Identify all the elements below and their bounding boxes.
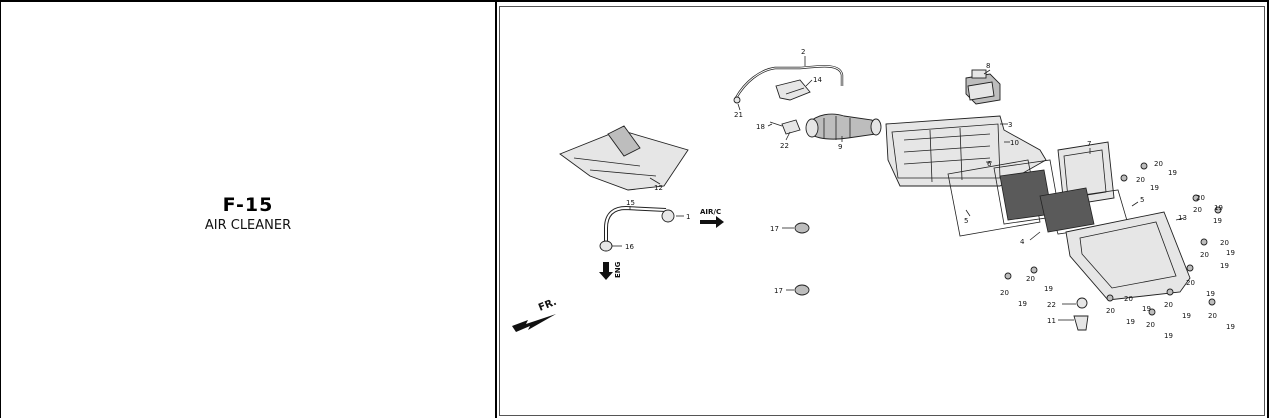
callout-22-drain: 22 [1047, 301, 1056, 309]
callout-19: 19 [1220, 262, 1229, 270]
callout-19: 19 [1168, 169, 1177, 177]
callout-20: 20 [1220, 239, 1229, 247]
part-breather-hose [599, 205, 675, 252]
part-gasket [1057, 141, 1115, 207]
callout-8: 8 [986, 62, 990, 70]
part-cover [1065, 211, 1191, 301]
callout-15: 15 [626, 199, 635, 207]
part-seal [947, 159, 1041, 237]
callout-20: 20 [1026, 275, 1035, 283]
callout-19: 19 [1044, 285, 1053, 293]
air-cleaner-direction-label: AIR/C [700, 208, 721, 216]
callout-19: 19 [1206, 290, 1215, 298]
part-bracket [775, 79, 811, 101]
callout-11: 11 [1047, 317, 1056, 325]
exploded-parts-diagram [499, 6, 1265, 416]
callout-19: 19 [1142, 305, 1151, 313]
callout-20: 20 [1164, 301, 1173, 309]
callout-6: 6 [987, 160, 992, 168]
part-breather-tube [734, 65, 844, 99]
callout-22: 22 [780, 142, 789, 150]
callout-3: 3 [1008, 121, 1012, 129]
callout-20: 20 [1193, 206, 1202, 214]
callout-19: 19 [1182, 312, 1191, 320]
callout-20: 20 [1136, 176, 1145, 184]
part-intake-duct [805, 113, 882, 140]
callout-20: 20 [1106, 307, 1115, 315]
callout-19: 19 [1226, 249, 1235, 257]
callout-14: 14 [813, 76, 822, 84]
part-filter-element [999, 169, 1095, 233]
section-name: AIR CLEANER [204, 218, 292, 233]
callout-5-right: 5 [1140, 196, 1144, 204]
callout-21: 21 [734, 111, 743, 119]
engine-direction-label: ENG [614, 261, 622, 278]
section-title-block: F-15 AIR CLEANER [1, 194, 495, 233]
section-title-panel: F-15 AIR CLEANER [1, 2, 495, 416]
callout-19: 19 [1164, 332, 1173, 340]
callout-20: 20 [1186, 279, 1195, 287]
part-drain-plug [1073, 297, 1089, 331]
callout-20: 20 [1124, 295, 1133, 303]
callout-1: 1 [686, 213, 690, 221]
callout-20: 20 [1196, 194, 1205, 202]
callout-17-lower: 17 [774, 287, 783, 295]
callout-20: 20 [1146, 321, 1155, 329]
callout-19: 19 [1150, 184, 1159, 192]
callout-10: 10 [1010, 139, 1019, 147]
callout-19: 19 [1214, 204, 1223, 212]
callout-7: 7 [1087, 140, 1091, 148]
section-code: F-15 [222, 194, 274, 216]
callout-4: 4 [1020, 238, 1025, 246]
callout-20: 20 [1000, 289, 1009, 297]
front-direction-label: FR. [537, 297, 558, 314]
part-sensor [965, 69, 1001, 105]
callout-labels: 2 14 8 21 18 22 9 3 10 6 7 12 15 1 16 17… [625, 48, 1235, 340]
callout-19: 19 [1226, 323, 1235, 331]
callout-19: 19 [1018, 300, 1027, 308]
part-clip [733, 96, 741, 104]
callout-20: 20 [1200, 251, 1209, 259]
callout-19: 19 [1213, 217, 1222, 225]
callout-5-left: 5 [964, 217, 968, 225]
callout-16: 16 [625, 243, 634, 251]
leader-lines [612, 56, 1185, 321]
callout-13: 13 [1178, 214, 1187, 222]
part-clamp-lower [794, 284, 810, 296]
callout-2: 2 [801, 48, 805, 56]
callout-20: 20 [1208, 312, 1217, 320]
arrow-right-icon [700, 216, 724, 228]
panel-divider [495, 2, 497, 418]
callout-19: 19 [1126, 318, 1135, 326]
callout-9: 9 [838, 143, 842, 151]
part-clamp-upper [794, 222, 810, 234]
arrow-down-icon [599, 262, 613, 280]
front-direction-arrow-icon [512, 314, 556, 332]
callout-12: 12 [654, 184, 663, 192]
callout-18: 18 [756, 123, 765, 131]
callout-17-upper: 17 [770, 225, 779, 233]
callout-20: 20 [1154, 160, 1163, 168]
part-screw-grommet [769, 119, 801, 135]
part-lower-tray [559, 125, 689, 191]
part-screw-set [1004, 162, 1222, 316]
